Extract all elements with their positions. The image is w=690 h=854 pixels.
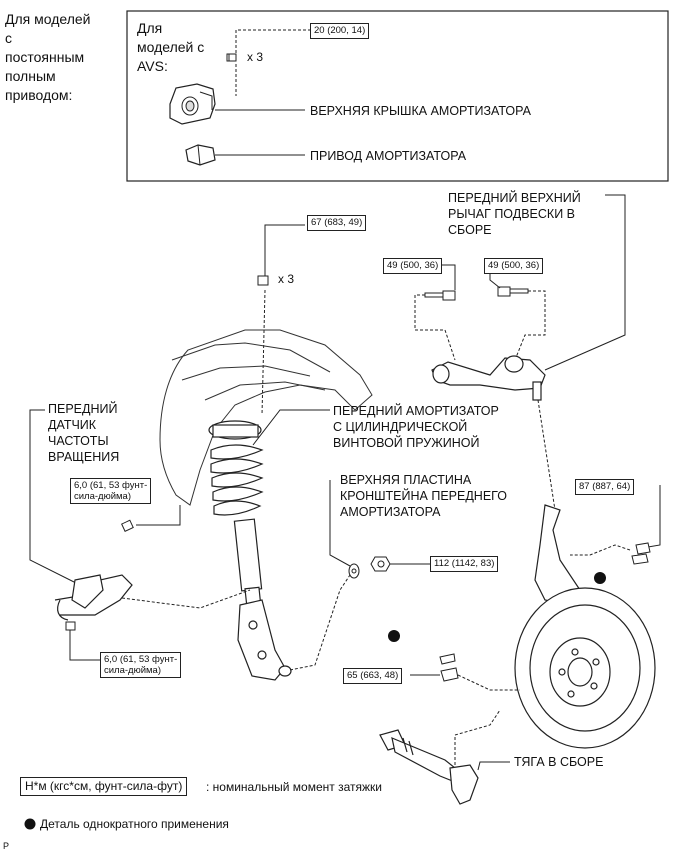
sensor-bolt-upper-icon xyxy=(121,519,134,532)
arm-bolt-left-icon xyxy=(424,290,456,301)
legend-torque-unit: Н*м (кгс*см, фунт-сила-фут) xyxy=(20,777,188,796)
legend-torque-desc: : номинальный момент затяжки xyxy=(206,780,382,794)
tie-rod-icon xyxy=(379,729,479,805)
upper-cover-icon xyxy=(169,83,216,125)
support-nut-icon xyxy=(257,275,269,286)
speed-sensor-label: ПЕРЕДНИЙ ДАТЧИК ЧАСТОТЫ ВРАЩЕНИЯ xyxy=(48,402,120,464)
torque-tie-rod-nut: 65 (663, 48) xyxy=(343,668,403,684)
support-nut-count: x 3 xyxy=(278,272,295,286)
speed-sensor-icon xyxy=(54,574,133,621)
fender-apron xyxy=(159,329,373,506)
legend-single-use: Деталь однократного применения xyxy=(40,817,229,831)
torque-lower-nut: 112 (1142, 83) xyxy=(430,556,499,572)
avs-bolt-count: x 3 xyxy=(247,50,264,64)
torque-upper-support: 67 (683, 49) xyxy=(307,215,367,231)
torque-avs-cover: 20 (200, 14) xyxy=(310,23,370,39)
single-use-dot-icon xyxy=(388,630,400,642)
shock-absorber-label: ПЕРЕДНИЙ АМОРТИЗАТОР С ЦИЛИНДРИЧЕСКОЙ ВИ… xyxy=(333,404,499,450)
bracket-nut-icon xyxy=(348,556,391,579)
tie-rod-nut-icon xyxy=(439,653,459,682)
ball-joint-nut-icon xyxy=(631,542,651,565)
single-use-legend-dot-icon xyxy=(24,818,36,830)
upper-arm-icon xyxy=(431,355,546,401)
upper-arm-label: ПЕРЕДНИЙ ВЕРХНИЙ РЫЧАГ ПОДВЕСКИ В СБОРЕ xyxy=(448,191,581,237)
avs-bolt-icon xyxy=(226,53,237,62)
torque-sensor-upper: 6,0 (61, 53 фунт- сила-дюйма) xyxy=(70,478,152,504)
avs-frame xyxy=(126,10,669,182)
fulltime-models-label: Для моделей с постоянным полным приводом… xyxy=(5,11,91,103)
arm-bolt-right-icon xyxy=(497,286,529,297)
upper-cover-label: ВЕРХНЯЯ КРЫШКА АМОРТИЗАТОРА xyxy=(310,104,531,118)
avs-models-label: Для моделей с AVS: xyxy=(137,20,205,74)
torque-sensor-lower: 6,0 (61, 53 фунт- сила-дюйма) xyxy=(100,652,182,678)
bracket-plate-label: ВЕРХНЯЯ ПЛАСТИНА КРОНШТЕЙНА ПЕРЕДНЕГО АМ… xyxy=(340,473,507,519)
torque-arm-bolt-right: 49 (500, 36) xyxy=(484,258,544,274)
tie-rod-label: ТЯГА В СБОРЕ xyxy=(514,755,604,769)
actuator-icon xyxy=(185,144,216,166)
actuator-label: ПРИВОД АМОРТИЗАТОРА xyxy=(310,149,467,163)
torque-arm-bolt-left: 49 (500, 36) xyxy=(383,258,443,274)
corner-mark: P xyxy=(3,841,10,851)
torque-ball-joint-nut: 87 (887, 64) xyxy=(575,479,635,495)
sensor-bolt-lower-icon xyxy=(65,621,76,631)
shock-absorber-icon xyxy=(208,420,292,681)
brake-disc-icon xyxy=(514,587,656,749)
single-use-dot-icon xyxy=(594,572,606,584)
